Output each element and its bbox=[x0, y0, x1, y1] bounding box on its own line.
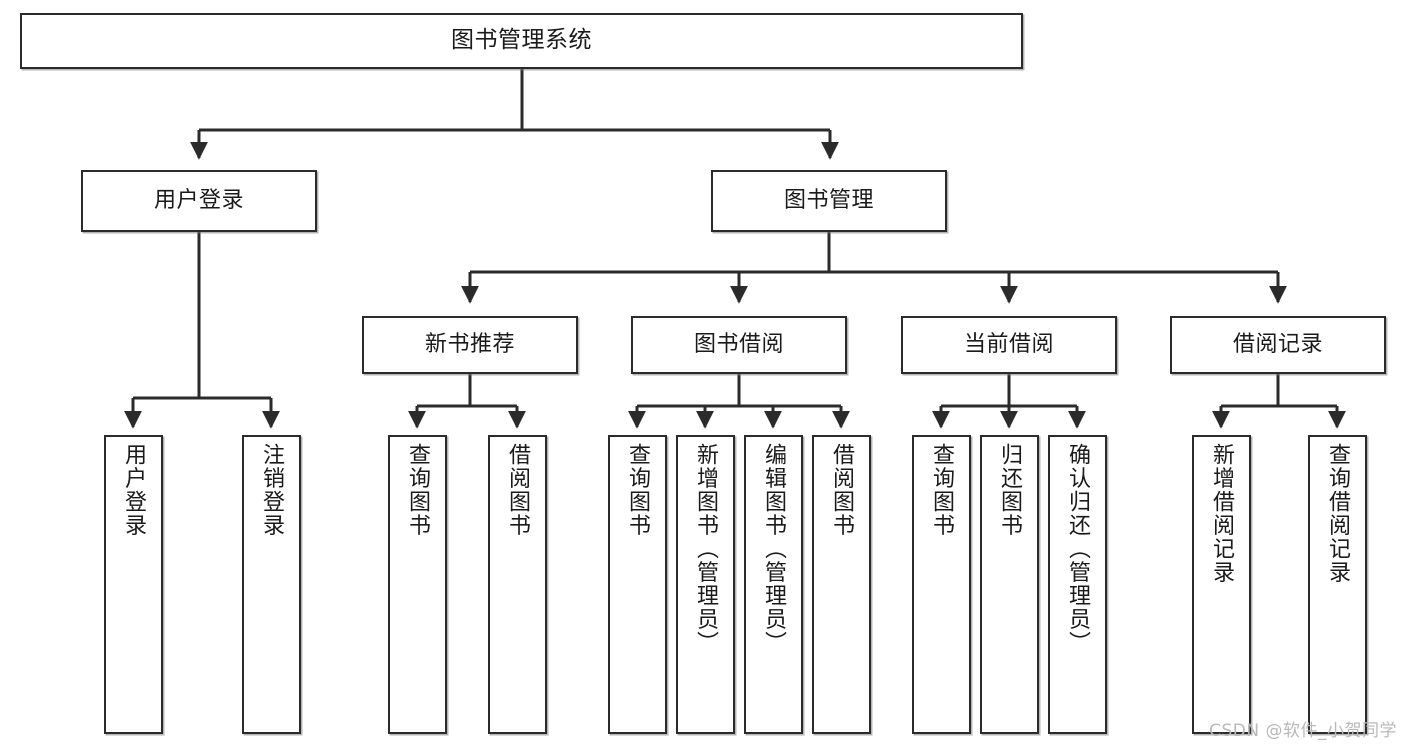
node-book-management[interactable]: 图书管理 bbox=[711, 170, 947, 232]
leaf-user-login-signin[interactable]: 用户登录 bbox=[104, 435, 163, 734]
leaf-current-borrow-query[interactable]: 查询图书 bbox=[912, 435, 971, 734]
node-label: 归还图书 bbox=[997, 443, 1023, 537]
node-label: 查询图书 bbox=[625, 443, 651, 537]
leaf-user-login-signout[interactable]: 注销登录 bbox=[242, 435, 301, 734]
node-label: 查询图书 bbox=[929, 443, 955, 537]
node-label: 用户登录 bbox=[121, 443, 147, 537]
leaf-book-borrow-add[interactable]: 新增图书（管理员） bbox=[676, 435, 735, 734]
node-label: 查询图书 bbox=[405, 443, 431, 537]
leaf-borrow-record-query[interactable]: 查询借阅记录 bbox=[1308, 435, 1367, 734]
leaf-book-borrow-edit[interactable]: 编辑图书（管理员） bbox=[744, 435, 803, 734]
leaf-borrow-record-add[interactable]: 新增借阅记录 bbox=[1192, 435, 1251, 734]
watermark-text: CSDN @软件_小贺同学 bbox=[1209, 721, 1397, 741]
node-label: 新书推荐 bbox=[424, 332, 515, 358]
leaf-book-borrow-query[interactable]: 查询图书 bbox=[608, 435, 667, 734]
node-label: 当前借阅 bbox=[963, 332, 1054, 358]
leaf-current-borrow-return[interactable]: 归还图书 bbox=[980, 435, 1039, 734]
node-label: 图书借阅 bbox=[693, 332, 784, 358]
node-label: 借阅图书 bbox=[829, 443, 855, 537]
node-label: 编辑图书（管理员） bbox=[761, 443, 787, 655]
node-label: 用户登录 bbox=[153, 188, 244, 214]
node-label: 图书管理 bbox=[783, 188, 874, 214]
leaf-book-borrow-borrow[interactable]: 借阅图书 bbox=[812, 435, 871, 734]
node-label: 借阅记录 bbox=[1232, 332, 1323, 358]
leaf-new-book-borrow[interactable]: 借阅图书 bbox=[488, 435, 547, 734]
node-new-book-recommend[interactable]: 新书推荐 bbox=[362, 316, 578, 374]
node-label: 查询借阅记录 bbox=[1325, 443, 1351, 584]
leaf-new-book-query[interactable]: 查询图书 bbox=[388, 435, 447, 734]
node-label: 确认归还（管理员） bbox=[1065, 443, 1091, 655]
node-label: 新增借阅记录 bbox=[1209, 443, 1235, 584]
node-label: 新增图书（管理员） bbox=[693, 443, 719, 655]
node-label: 注销登录 bbox=[259, 443, 285, 537]
leaf-current-borrow-confirm-return[interactable]: 确认归还（管理员） bbox=[1048, 435, 1107, 734]
node-current-borrow[interactable]: 当前借阅 bbox=[901, 316, 1117, 374]
node-borrow-record[interactable]: 借阅记录 bbox=[1170, 316, 1386, 374]
node-label: 借阅图书 bbox=[505, 443, 531, 537]
node-user-login[interactable]: 用户登录 bbox=[81, 170, 317, 232]
node-root-system[interactable]: 图书管理系统 bbox=[20, 13, 1023, 69]
node-book-borrow[interactable]: 图书借阅 bbox=[631, 316, 847, 374]
node-label: 图书管理系统 bbox=[451, 27, 592, 54]
